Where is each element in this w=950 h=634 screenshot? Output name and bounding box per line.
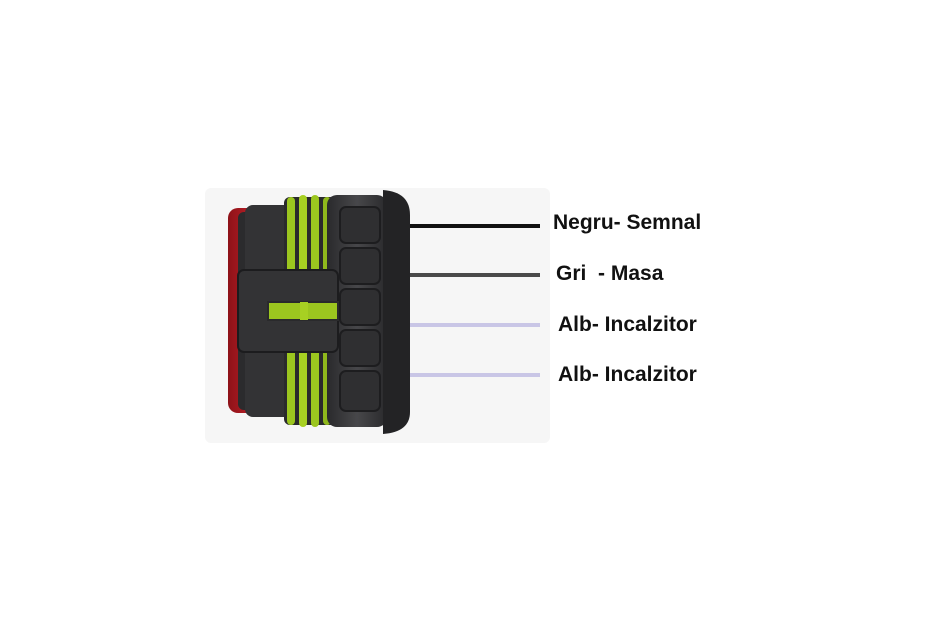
- wire-label-2: Gri - Masa: [556, 262, 664, 285]
- front-housing: [327, 195, 387, 427]
- wire-label-1: Negru- Semnal: [553, 211, 702, 234]
- wire-label-4: Alb- Incalzitor: [558, 363, 697, 386]
- wire-label-3: Alb- Incalzitor: [558, 313, 697, 336]
- front-flange: [383, 190, 410, 434]
- latch: [237, 269, 339, 353]
